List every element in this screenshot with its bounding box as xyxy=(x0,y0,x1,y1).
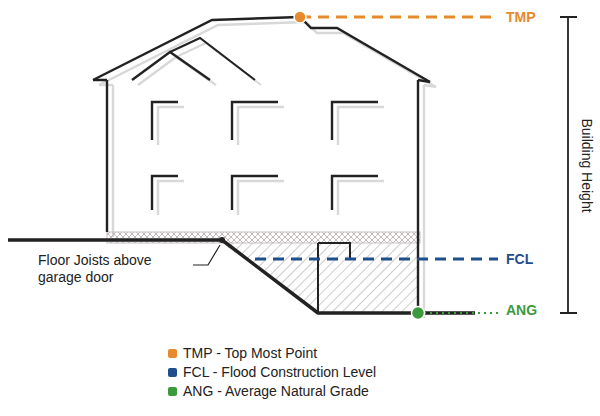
legend-row: TMP - Top Most Point xyxy=(168,344,317,362)
legend-swatch xyxy=(168,349,177,358)
legend-text: FCL - Flood Construction Level xyxy=(183,363,376,381)
legend-swatch xyxy=(168,387,177,396)
dimension-label: Building Height xyxy=(577,118,594,212)
legend-text: TMP - Top Most Point xyxy=(183,344,317,362)
level-label: FCL xyxy=(506,251,533,268)
level-label: TMP xyxy=(506,9,536,26)
legend-text: ANG - Average Natural Grade xyxy=(183,382,369,400)
level-label: ANG xyxy=(506,302,537,319)
legend-row: ANG - Average Natural Grade xyxy=(168,382,369,400)
callout-note: Floor Joists above garage door xyxy=(38,252,188,286)
legend-row: FCL - Flood Construction Level xyxy=(168,363,376,381)
legend-swatch xyxy=(168,368,177,377)
